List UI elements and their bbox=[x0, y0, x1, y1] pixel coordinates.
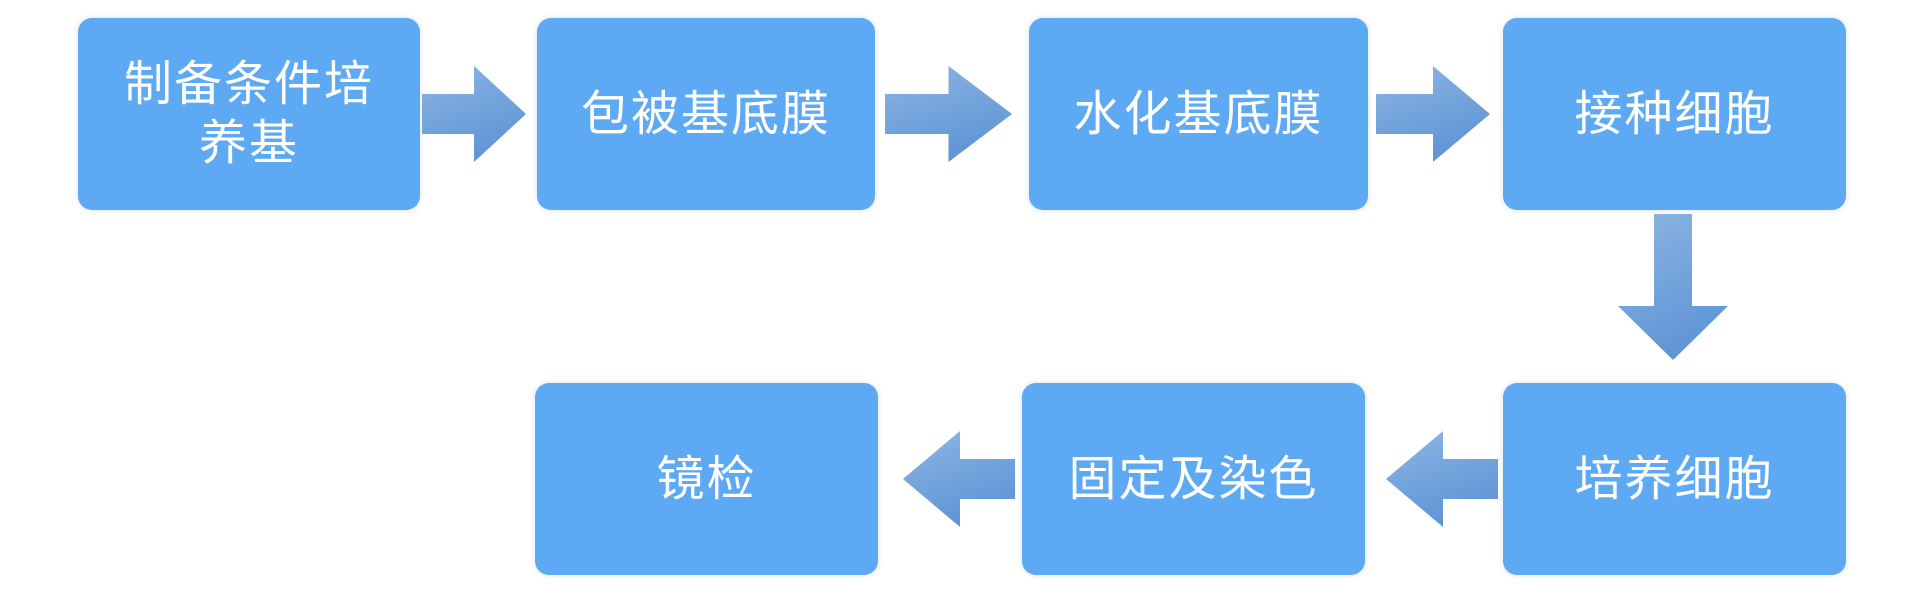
arrow-right-icon bbox=[1376, 66, 1490, 162]
flow-step-seed-cells: 接种细胞 bbox=[1503, 18, 1846, 210]
arrow-left-icon bbox=[903, 431, 1015, 527]
arrow-right-icon bbox=[422, 66, 526, 162]
flow-step-label: 固定及染色 bbox=[1068, 450, 1319, 507]
flow-step-microscopy: 镜检 bbox=[535, 383, 878, 575]
flow-step-hydrate-basement-membrane: 水化基底膜 bbox=[1029, 18, 1368, 210]
flow-step-label: 接种细胞 bbox=[1574, 85, 1775, 142]
flow-step-label: 包被基底膜 bbox=[580, 85, 831, 142]
flow-step-label: 水化基底膜 bbox=[1073, 85, 1324, 142]
flow-step-label: 制备条件培养基 bbox=[123, 56, 374, 171]
flow-step-fix-and-stain: 固定及染色 bbox=[1022, 383, 1365, 575]
flow-step-prepare-conditioned-medium: 制备条件培养基 bbox=[78, 18, 420, 210]
flow-step-culture-cells: 培养细胞 bbox=[1503, 383, 1846, 575]
arrow-left-icon bbox=[1386, 431, 1498, 527]
flow-step-label: 镜检 bbox=[656, 450, 757, 507]
arrow-down-icon bbox=[1618, 214, 1728, 360]
arrow-right-icon bbox=[885, 66, 1012, 162]
flow-step-label: 培养细胞 bbox=[1574, 450, 1775, 507]
flow-step-coat-basement-membrane: 包被基底膜 bbox=[537, 18, 875, 210]
